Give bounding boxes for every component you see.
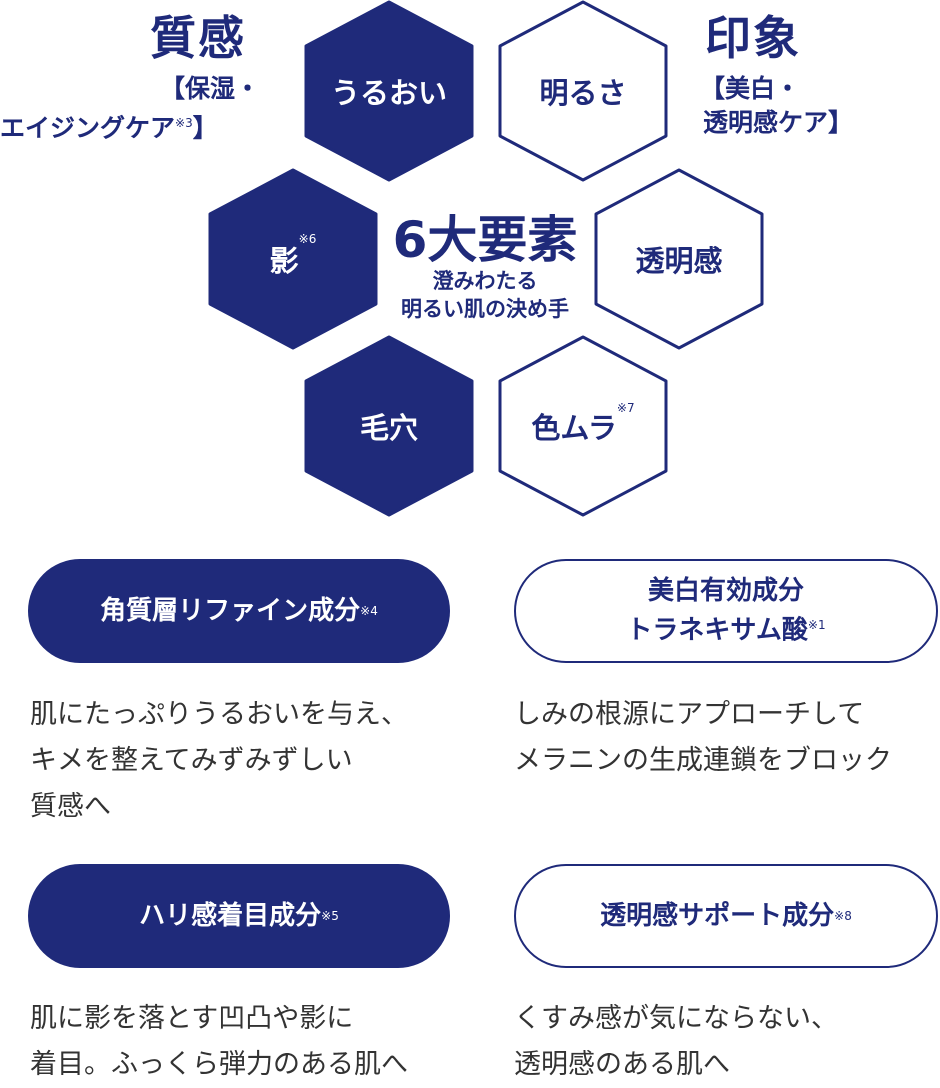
hexagon-shape — [498, 335, 668, 517]
hexagon-iromura: 色ムラ※7 — [496, 335, 670, 517]
left-heading-sub-line2: エイジングケア※3】 — [0, 106, 218, 145]
right-heading-title: 印象 — [705, 11, 801, 65]
pill-label-line2: トラネキサム酸※1 — [626, 608, 825, 648]
ingredient-pill-refine: 角質層リファイン成分※4 — [28, 559, 450, 663]
center-title: 6大要素 — [392, 211, 578, 269]
hexagon-akarusa: 明るさ — [496, 0, 670, 182]
center-sub-line1: 澄みわたる — [432, 269, 538, 293]
hexagon-label: うるおい — [302, 0, 476, 182]
ingredient-pill-tranexamic: 美白有効成分 トラネキサム酸※1 — [514, 559, 938, 663]
hexagon-label: 色ムラ※7 — [496, 335, 670, 517]
pill-note: ※4 — [360, 604, 378, 618]
left-heading-title: 質感 — [150, 11, 246, 65]
hexagon-shape — [498, 0, 668, 182]
hexagon-note: ※7 — [616, 401, 635, 415]
pill-note: ※8 — [834, 909, 852, 923]
hexagon-label: 透明感 — [592, 168, 766, 350]
hexagon-toumeikan: 透明感 — [592, 168, 766, 350]
pill-text-block: 美白有効成分 トラネキサム酸※1 — [626, 574, 825, 648]
center-sub-line2: 明るい肌の決め手 — [401, 297, 569, 321]
hexagon-keana: 毛穴 — [302, 335, 476, 517]
hexagon-shape — [208, 168, 378, 350]
right-heading-sub-line2: 透明感ケア】 — [703, 108, 854, 137]
hexagon-label: 影※6 — [206, 168, 380, 350]
left-heading-sub-text: エイジングケア — [0, 113, 176, 143]
hexagon-label-text: 毛穴 — [359, 411, 418, 445]
hexagon-uruoi: うるおい — [302, 0, 476, 182]
hexagon-label: 明るさ — [496, 0, 670, 182]
ingredient-desc-refine: 肌にたっぷりうるおいを与え、 キメを整えてみずみずしい 質感へ — [30, 699, 408, 822]
hexagon-label: 毛穴 — [302, 335, 476, 517]
left-heading-note: ※3 — [175, 116, 193, 130]
ingredient-pill-toumei-support: 透明感サポート成分※8 — [514, 864, 938, 968]
hexagon-label-text: うるおい — [330, 76, 447, 110]
pill-label: 角質層リファイン成分 — [100, 596, 361, 626]
pill-label: ハリ感着目成分 — [139, 901, 322, 931]
hexagon-label-text: 影 — [269, 244, 299, 278]
ingredient-desc-toumei-support: くすみ感が気にならない、 透明感のある肌へ — [514, 1003, 838, 1080]
hexagon-note: ※6 — [298, 232, 317, 246]
hexagon-shape — [304, 335, 474, 517]
hexagon-label-text: 色ムラ — [531, 411, 617, 445]
pill-label: 透明感サポート成分 — [600, 901, 835, 931]
hexagon-kage: 影※6 — [206, 168, 380, 350]
hexagon-label-text: 明るさ — [539, 76, 627, 110]
ingredient-desc-hari: 肌に影を落とす凹凸や影に 着目。ふっくら弾力のある肌へ — [30, 1003, 408, 1080]
hexagon-label-text: 透明感 — [635, 244, 723, 278]
ingredient-desc-tranexamic: しみの根源にアプローチして メラニンの生成連鎖をブロック — [514, 699, 892, 776]
hexagon-shape — [304, 0, 474, 182]
pill-note: ※1 — [807, 618, 826, 633]
pill-label-line1: 美白有効成分 — [647, 576, 804, 607]
right-heading-sub-line1: 【美白・ — [700, 74, 801, 103]
left-heading-sub-line1: 【保湿・ — [160, 74, 261, 103]
pill-note: ※5 — [321, 909, 339, 923]
left-heading-sub-close: 】 — [192, 113, 218, 143]
hexagon-shape — [594, 168, 764, 350]
ingredient-pill-hari: ハリ感着目成分※5 — [28, 864, 450, 968]
pill-label-line2-text: トラネキサム酸 — [626, 615, 808, 646]
